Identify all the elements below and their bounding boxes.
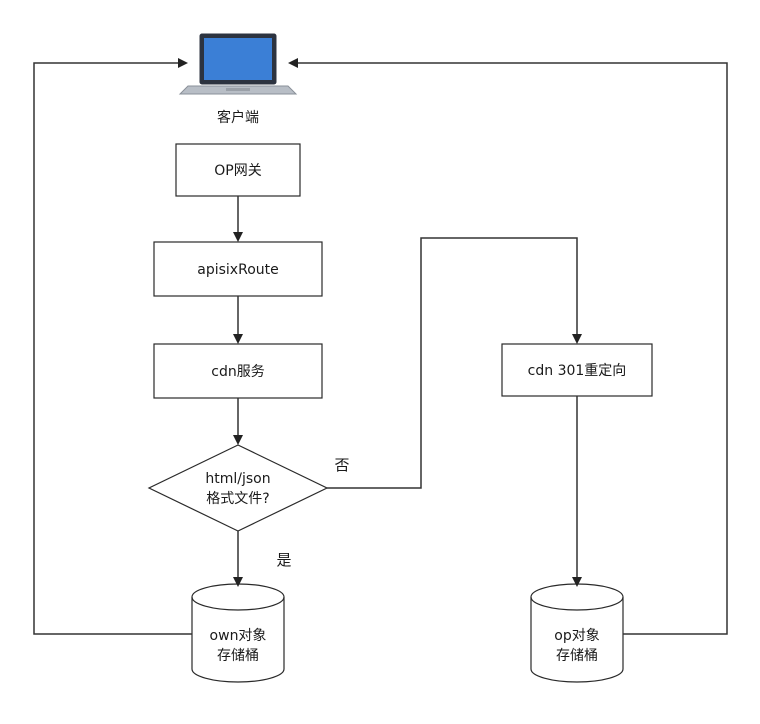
edge-own-storage-to-client <box>33 58 192 635</box>
decision-node: html/json 格式文件? <box>147 444 329 532</box>
client-label: 客户端 <box>217 109 259 126</box>
edge-label-no: 否 <box>334 456 349 474</box>
edge-label-yes: 是 <box>276 551 291 569</box>
cdn-service-label: cdn服务 <box>211 364 264 380</box>
edge-op-storage-to-client <box>288 58 728 635</box>
op-storage-label-line1: op对象 <box>554 628 599 644</box>
op-gateway-label: OP网关 <box>214 163 261 179</box>
cdn-redirect-label: cdn 301重定向 <box>528 363 627 379</box>
laptop-icon <box>178 33 298 95</box>
apisix-route-node: apisixRoute <box>153 241 323 297</box>
op-storage-node: op对象 存储桶 <box>530 583 624 683</box>
cdn-redirect-node: cdn 301重定向 <box>501 343 653 397</box>
edge-decision-no <box>327 237 582 489</box>
apisix-route-label: apisixRoute <box>197 262 278 278</box>
own-storage-node: own对象 存储桶 <box>191 583 285 683</box>
cdn-service-node: cdn服务 <box>153 343 323 399</box>
decision-label-line2: 格式文件? <box>206 491 269 507</box>
own-storage-label-line2: 存储桶 <box>217 648 259 664</box>
op-gateway-node: OP网关 <box>175 143 301 197</box>
decision-label-line1: html/json <box>205 471 270 487</box>
own-storage-label-line1: own对象 <box>210 628 267 644</box>
op-storage-label-line2: 存储桶 <box>556 648 598 664</box>
